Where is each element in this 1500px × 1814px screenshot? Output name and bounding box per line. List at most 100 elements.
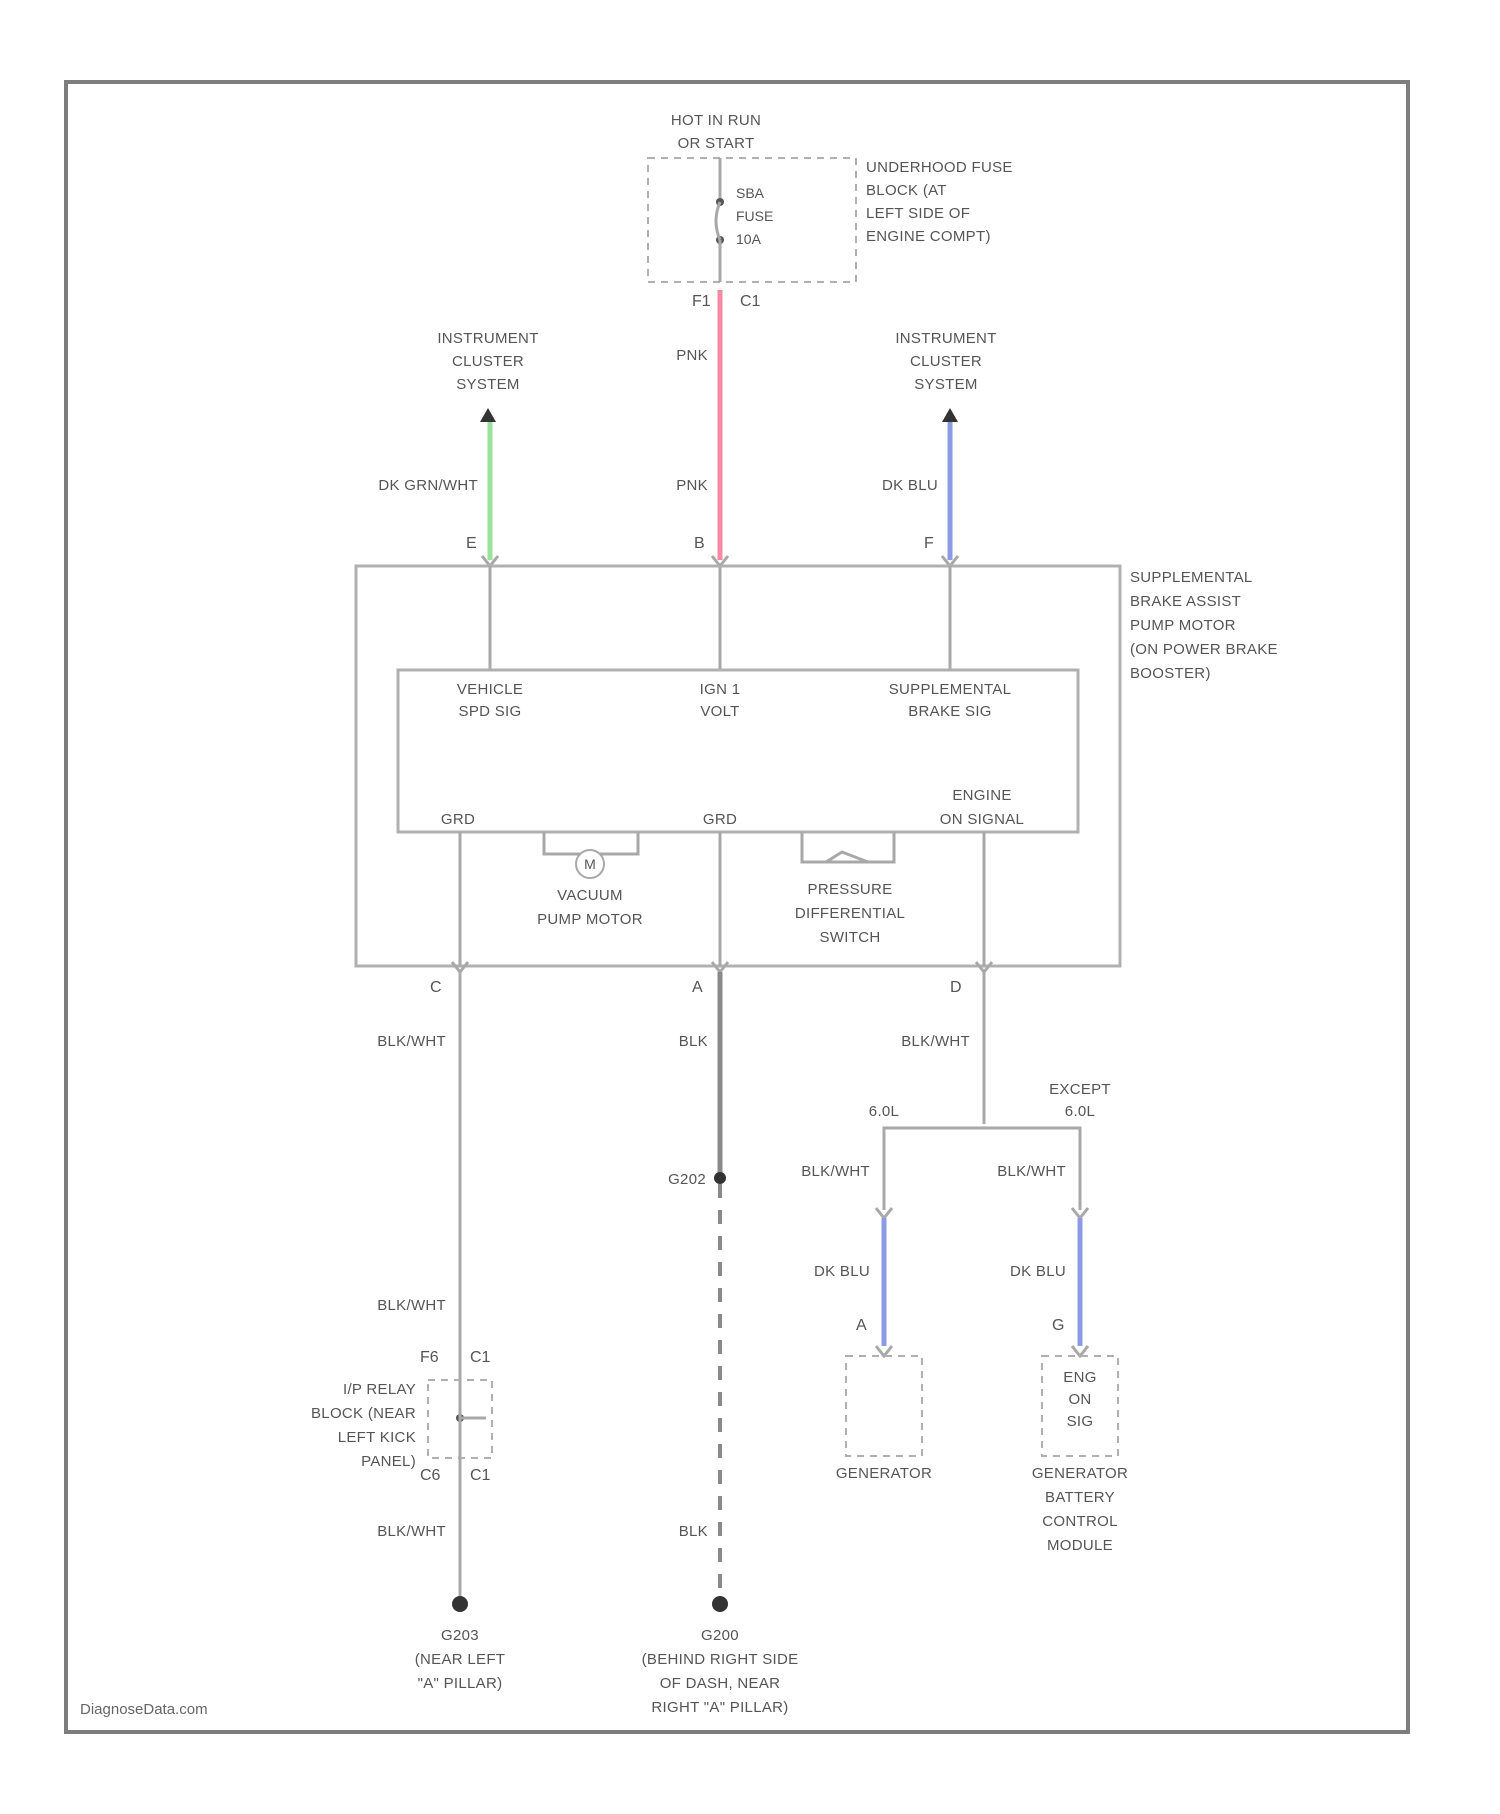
vehicle-spd-sig-line2: SPD SIG — [459, 703, 522, 720]
pin-e: E — [466, 535, 477, 552]
ground-left-line1: G203 — [441, 1627, 479, 1644]
module-name-line1: SUPPLEMENTAL — [1130, 569, 1253, 586]
cluster-left-label-line2: CLUSTER — [452, 353, 524, 370]
blk-wire-a-label: BLK — [679, 1033, 708, 1050]
blk-wht-wire-c-label: BLK/WHT — [377, 1033, 446, 1050]
blk-wht-wire-d-label: BLK/WHT — [901, 1033, 970, 1050]
ground-g200-icon — [712, 1596, 728, 1612]
module-name-line2: BRAKE ASSIST — [1130, 593, 1241, 610]
cluster-right-arrow-icon — [942, 408, 958, 422]
relay-pin-top-left: F6 — [420, 1349, 439, 1366]
bcm-connector — [1072, 1346, 1088, 1356]
fuse-pin-right: C1 — [740, 293, 761, 310]
cluster-right-label-line1: INSTRUMENT — [895, 330, 996, 347]
cluster-left-label-line3: SYSTEM — [456, 376, 519, 393]
engine-on-signal-line2: ON SIGNAL — [940, 811, 1024, 828]
ground-left-line3: "A" PILLAR) — [418, 1675, 503, 1692]
engine-variant-right-line2: 6.0L — [1065, 1103, 1095, 1120]
pressure-switch-line1: PRESSURE — [808, 881, 893, 898]
fuse-block-label-line4: ENGINE COMPT) — [866, 228, 991, 245]
module-name-line4: (ON POWER BRAKE — [1130, 641, 1278, 658]
fuse-pin-left: F1 — [692, 293, 711, 310]
engine-on-signal-line1: ENGINE — [952, 787, 1011, 804]
diagram-frame — [66, 82, 1408, 1732]
fuse-block-label-line1: UNDERHOOD FUSE — [866, 159, 1013, 176]
pin-d: D — [950, 979, 962, 996]
pnk-wire-label-lower: PNK — [676, 477, 708, 494]
pin-c: C — [430, 979, 442, 996]
ground-g203-icon — [452, 1596, 468, 1612]
relay-name-line4: PANEL) — [361, 1453, 416, 1470]
bcm-inner-line2: ON — [1068, 1391, 1091, 1408]
bcm-inner-line3: SIG — [1067, 1413, 1094, 1430]
bcm-inner-line1: ENG — [1063, 1369, 1096, 1386]
dk-blu-wire-top-label: DK BLU — [882, 477, 938, 494]
grd-left-label: GRD — [441, 811, 475, 828]
pressure-switch-bracket — [802, 832, 894, 862]
supplemental-brake-sig-line1: SUPPLEMENTAL — [889, 681, 1012, 698]
ground-left-line2: (NEAR LEFT — [415, 1651, 506, 1668]
ground-right-line2: (BEHIND RIGHT SIDE — [642, 1651, 799, 1668]
ground-right-line3: OF DASH, NEAR — [660, 1675, 781, 1692]
ign-volt-line1: IGN 1 — [700, 681, 741, 698]
generator-connector — [876, 1346, 892, 1356]
relay-pin-top-right: C1 — [470, 1349, 491, 1366]
cluster-left-label-line1: INSTRUMENT — [437, 330, 538, 347]
footer-watermark: DiagnoseData.com — [80, 1701, 208, 1718]
fuse-label-line1: SBA — [736, 185, 765, 201]
relay-pin-bottom-left: C6 — [420, 1467, 441, 1484]
bcm-name-line1: GENERATOR — [1032, 1465, 1128, 1482]
blk-wht-relay-out-label: BLK/WHT — [377, 1523, 446, 1540]
splice-g202-icon — [714, 1172, 726, 1184]
pnk-wire-label-upper: PNK — [676, 347, 708, 364]
splice-g202-label: G202 — [668, 1171, 706, 1188]
ground-right-line4: RIGHT "A" PILLAR) — [651, 1699, 788, 1716]
relay-pin-bottom-right: C1 — [470, 1467, 491, 1484]
relay-name-line2: BLOCK (NEAR — [311, 1405, 416, 1422]
dk-blu-generator-label: DK BLU — [814, 1263, 870, 1280]
engine-variant-right-line1: EXCEPT — [1049, 1081, 1111, 1098]
fuse-block-label-line2: BLOCK (AT — [866, 182, 947, 199]
bcm-name-line2: BATTERY — [1045, 1489, 1115, 1506]
cluster-left-arrow-icon — [480, 408, 496, 422]
bcm-pin-g: G — [1052, 1317, 1064, 1334]
generator-label: GENERATOR — [836, 1465, 932, 1482]
ign-volt-line2: VOLT — [700, 703, 739, 720]
pin-a: A — [692, 979, 703, 996]
pin-f: F — [924, 535, 934, 552]
cluster-right-label-line2: CLUSTER — [910, 353, 982, 370]
fuse-supply-label-line1: HOT IN RUN — [671, 112, 761, 129]
motor-symbol: M — [584, 856, 596, 872]
dk-blu-bcm-label: DK BLU — [1010, 1263, 1066, 1280]
blk-wht-right-branch-label: BLK/WHT — [997, 1163, 1066, 1180]
blk-ground-wire-label: BLK — [679, 1523, 708, 1540]
fuse-supply-label-line2: OR START — [678, 135, 755, 152]
supplemental-brake-assist-module — [356, 566, 1120, 966]
pressure-switch-line3: SWITCH — [820, 929, 881, 946]
engine-variant-left: 6.0L — [869, 1103, 899, 1120]
blk-wht-left-branch-label: BLK/WHT — [801, 1163, 870, 1180]
module-name-line3: PUMP MOTOR — [1130, 617, 1236, 634]
pressure-switch-line2: DIFFERENTIAL — [795, 905, 905, 922]
vacuum-pump-motor-line1: VACUUM — [557, 887, 623, 904]
fuse-block-label-line3: LEFT SIDE OF — [866, 205, 970, 222]
ground-right-line1: G200 — [701, 1627, 739, 1644]
bcm-name-line4: MODULE — [1047, 1537, 1113, 1554]
vacuum-pump-motor-line2: PUMP MOTOR — [537, 911, 643, 928]
generator-outline — [846, 1356, 922, 1456]
dk-grn-wht-wire-label: DK GRN/WHT — [378, 477, 478, 494]
module-name-line5: BOOSTER) — [1130, 665, 1211, 682]
fuse-label-line2: FUSE — [736, 208, 773, 224]
branch-split — [884, 1128, 1080, 1140]
blk-wht-relay-in-label: BLK/WHT — [377, 1297, 446, 1314]
vehicle-spd-sig-line1: VEHICLE — [457, 681, 523, 698]
relay-name-line1: I/P RELAY — [343, 1381, 416, 1398]
grd-center-label: GRD — [703, 811, 737, 828]
fuse-label-line3: 10A — [736, 231, 762, 247]
generator-pin-a: A — [856, 1317, 867, 1334]
fuse-icon — [716, 202, 720, 240]
pin-b: B — [694, 535, 705, 552]
bcm-name-line3: CONTROL — [1042, 1513, 1117, 1530]
supplemental-brake-sig-line2: BRAKE SIG — [908, 703, 992, 720]
